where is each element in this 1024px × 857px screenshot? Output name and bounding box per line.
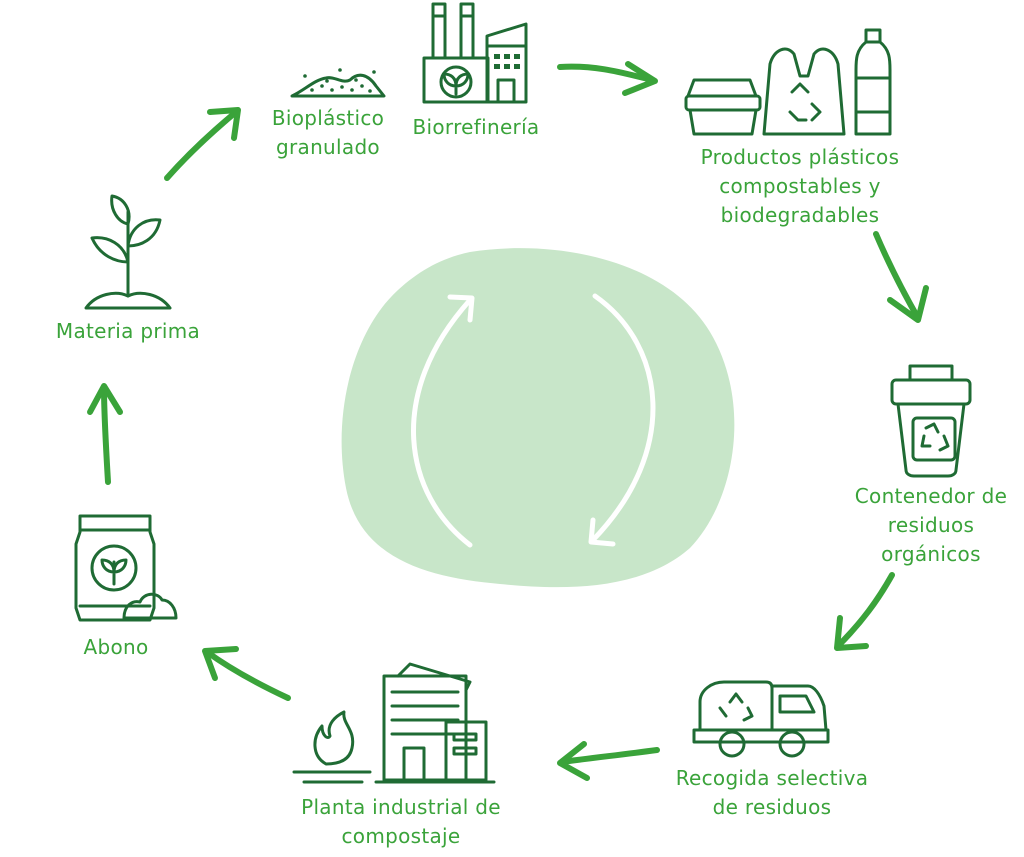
label-line: Abono — [83, 635, 149, 659]
arrow-recogida-to-planta — [557, 741, 660, 781]
label-line: Bioplástico — [271, 106, 385, 130]
label-line: Planta industrial de — [301, 795, 501, 819]
arrow-abono-to-materia — [87, 383, 123, 485]
label-bioplastico-granulado: Bioplástico granulado — [248, 104, 408, 162]
arrow-productos-to-contenedor — [873, 231, 929, 323]
arrow-contenedor-to-recogida — [834, 572, 895, 651]
arrow-materia-to-bioplastico — [164, 107, 241, 181]
label-line: Recogida selectiva — [675, 766, 869, 790]
label-line: compostaje — [341, 824, 461, 848]
compost-plant-icon — [292, 662, 496, 784]
label-line: compostables y — [719, 174, 881, 198]
factory-icon — [422, 2, 528, 104]
recycling-bin-icon — [890, 364, 972, 478]
label-productos-plasticos: Productos plásticos compostables y biode… — [675, 143, 925, 230]
arrow-biorrefineria-to-productos — [557, 61, 658, 96]
label-line: de residuos — [712, 795, 832, 819]
inner-cycle-arrows — [411, 293, 656, 548]
sprout-icon — [84, 194, 172, 310]
label-line: biodegradables — [720, 203, 880, 227]
label-abono: Abono — [56, 633, 176, 662]
label-line: Materia prima — [55, 319, 201, 343]
label-materia-prima: Materia prima — [38, 317, 218, 346]
compostable-products-icon — [684, 28, 892, 136]
label-line: orgánicos — [881, 542, 981, 566]
label-line: Contenedor de — [854, 484, 1008, 508]
label-line: residuos — [887, 513, 975, 537]
garbage-truck-icon — [692, 680, 830, 758]
granules-icon — [290, 68, 386, 98]
label-recogida-selectiva: Recogida selectiva de residuos — [652, 764, 892, 822]
label-line: Productos plásticos — [700, 145, 900, 169]
arrow-planta-to-abono — [202, 646, 291, 701]
label-biorrefineria: Biorrefinería — [396, 113, 556, 142]
center-blob — [341, 248, 735, 588]
label-contenedor-residuos: Contenedor de residuos orgánicos — [838, 482, 1024, 569]
fertilizer-bag-icon — [74, 514, 178, 622]
label-line: granulado — [276, 135, 380, 159]
label-planta-compostaje: Planta industrial de compostaje — [276, 793, 526, 851]
label-line: Biorrefinería — [412, 115, 540, 139]
